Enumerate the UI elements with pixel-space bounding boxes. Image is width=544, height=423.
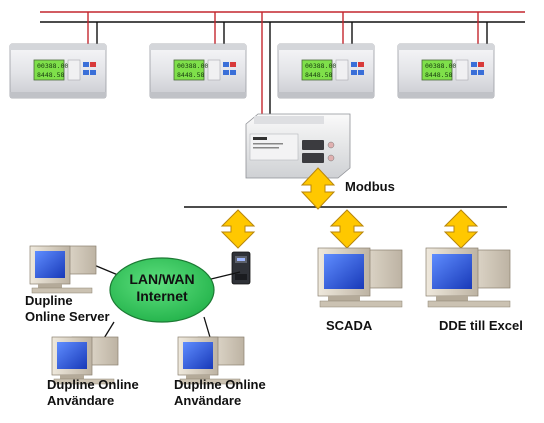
double-arrow-icon: [443, 209, 479, 249]
computer-icon: [29, 245, 97, 294]
online-user-2-label: Dupline Online Användare: [174, 377, 266, 409]
meter-display-bottom: 8448.58: [305, 71, 332, 79]
dde-label: DDE till Excel: [439, 318, 523, 333]
online-user-1-label: Dupline Online Användare: [47, 377, 139, 409]
double-arrow-icon: [220, 209, 256, 249]
online-server-label-line2: Online Server: [25, 309, 110, 324]
energy-meter: 00388.00 8448.58: [9, 43, 107, 99]
energy-meter: 00388.00 8448.58: [397, 43, 495, 99]
network-label-line1: LAN/WAN: [129, 271, 195, 287]
computer-icon: [317, 247, 403, 308]
online-user-2-label-line2: Användare: [174, 393, 242, 408]
energy-meter: 00388.00 8448.58: [149, 43, 247, 99]
modbus-label: Modbus: [345, 179, 395, 194]
network-label: LAN/WAN Internet: [112, 271, 212, 305]
online-user-1-label-line1: Dupline Online: [47, 377, 139, 392]
network-label-line2: Internet: [136, 288, 188, 304]
ethernet-gateway-icon: [231, 251, 251, 285]
double-arrow-icon: [300, 167, 336, 210]
online-user-2-label-line1: Dupline Online: [174, 377, 266, 392]
online-server-label: Dupline Online Server: [25, 293, 110, 325]
meter-display-top: 00388.00: [37, 62, 68, 70]
computer-icon: [177, 336, 245, 385]
modbus-gateway-icon: [245, 113, 351, 179]
double-arrow-icon: [329, 209, 365, 249]
scada-label: SCADA: [326, 318, 373, 333]
lan-wan-cloud: [109, 257, 215, 323]
meter-display-top: 00388.00: [305, 62, 336, 70]
online-user-1-label-line2: Användare: [47, 393, 115, 408]
online-server-label-line1: Dupline: [25, 293, 73, 308]
meter-display-bottom: 8448.58: [177, 71, 204, 79]
meter-display-bottom: 8448.58: [425, 71, 452, 79]
computer-icon: [51, 336, 119, 385]
bus-lines: [40, 11, 525, 118]
computer-icon: [425, 247, 511, 308]
meter-display-top: 00388.00: [425, 62, 456, 70]
energy-meter: 00388.00 8448.58: [277, 43, 375, 99]
meter-display-bottom: 8448.58: [37, 71, 64, 79]
meter-display-top: 00388.00: [177, 62, 208, 70]
